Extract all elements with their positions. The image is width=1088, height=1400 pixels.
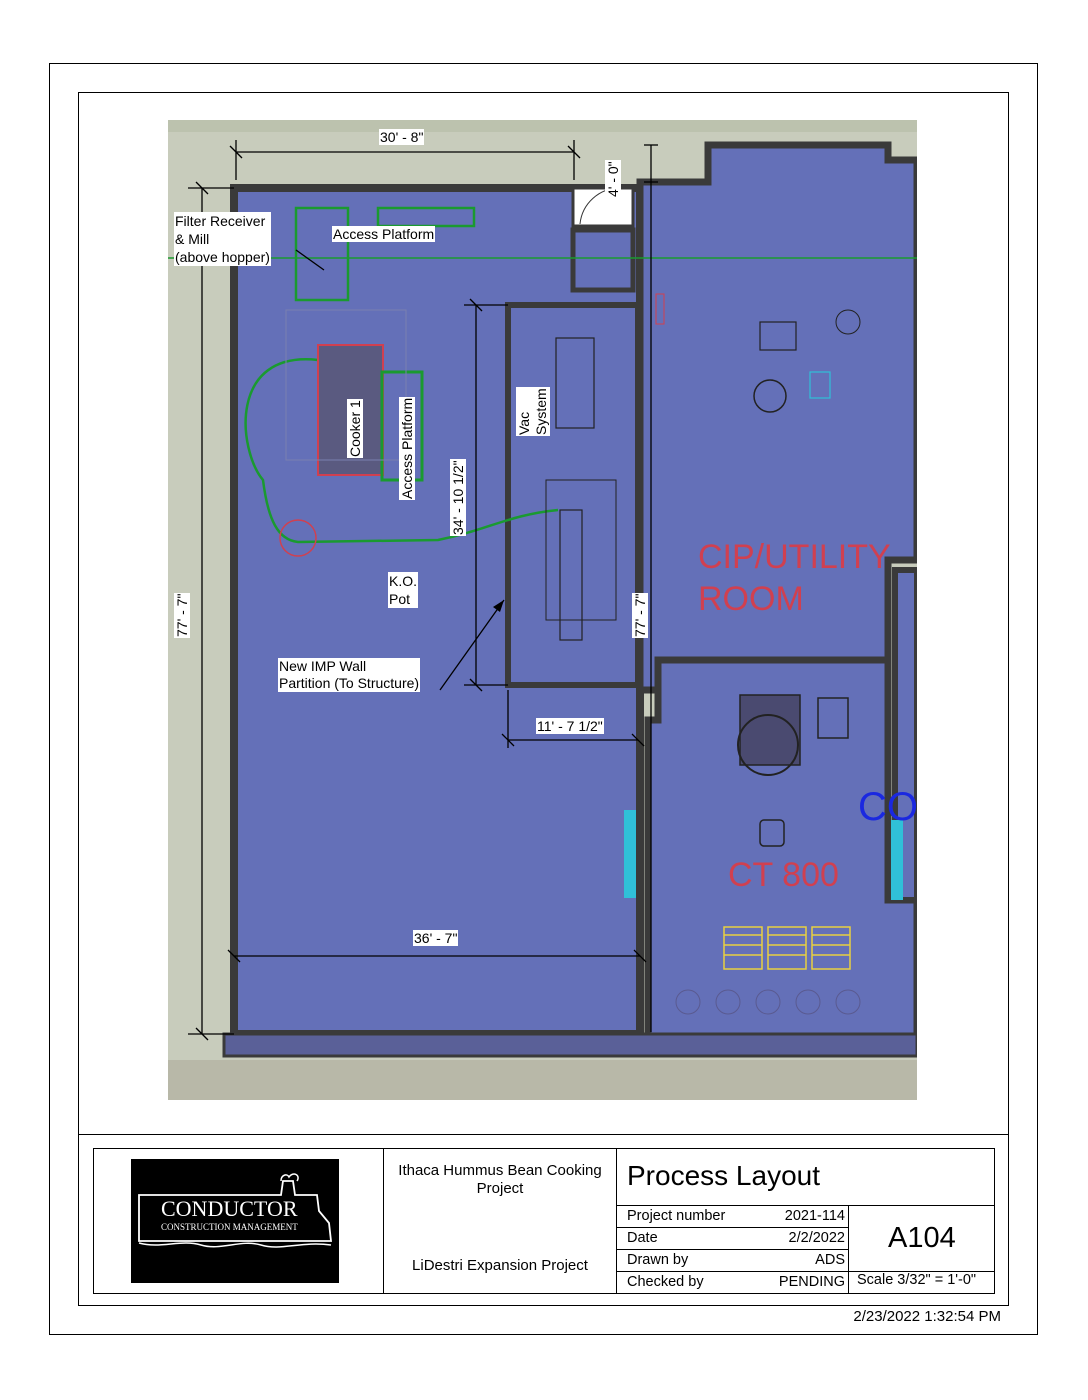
company-logo: CONDUCTOR CONSTRUCTION MANAGEMENT xyxy=(131,1159,339,1283)
sheet-number: A104 xyxy=(888,1222,956,1254)
dim-bottom-width: 36' - 7" xyxy=(413,930,459,946)
print-timestamp: 2/23/2022 1:32:54 PM xyxy=(853,1308,1001,1325)
label-imp-wall: New IMP Wall Partition (To Structure) xyxy=(278,658,421,692)
label-date: Date xyxy=(627,1230,658,1246)
room-label-ct800: CT 800 xyxy=(728,856,839,894)
label-access-platform-top: Access Platform xyxy=(332,226,436,242)
logo-sub-text: CONSTRUCTION MANAGEMENT xyxy=(161,1222,298,1232)
green-pipe xyxy=(244,358,559,544)
sheet-title: Process Layout xyxy=(627,1160,820,1191)
value-project-number: 2021-114 xyxy=(784,1208,845,1224)
dim-top-width: 30' - 8" xyxy=(379,129,425,145)
access-platform-top-outline xyxy=(294,206,350,302)
vac-system-room xyxy=(505,302,641,688)
tank-circle xyxy=(753,379,787,413)
label-ko-pot: K.O. Pot xyxy=(388,572,419,608)
label-checked-by: Checked by xyxy=(627,1274,704,1290)
project-name: Ithaca Hummus Bean Cooking Project xyxy=(398,1162,602,1197)
room-label-room: ROOM xyxy=(698,580,804,618)
vac-equipment xyxy=(555,337,595,429)
label-access-platform-side: Access Platform xyxy=(399,396,415,500)
title-block-frame xyxy=(93,1148,995,1294)
dim-mid-height: 77' - 7" xyxy=(632,592,648,638)
pump-room xyxy=(570,227,636,293)
label-vac-system: Vac System xyxy=(516,387,550,436)
label-filter-receiver: Filter Receiver & Mill (above hopper) xyxy=(174,212,271,266)
site-road xyxy=(168,1060,917,1100)
sheet-outer-border xyxy=(49,63,1038,1335)
train-logo-icon: CONDUCTOR CONSTRUCTION MANAGEMENT xyxy=(138,1173,333,1248)
title-block-divider xyxy=(78,1134,1009,1135)
label-project-number: Project number xyxy=(627,1208,726,1224)
cyan-door xyxy=(624,810,636,898)
project-subtitle: LiDestri Expansion Project xyxy=(412,1257,588,1274)
dim-left-height: 77' - 7" xyxy=(174,592,190,638)
label-drawn-by: Drawn by xyxy=(627,1252,689,1268)
value-date: 2/2/2022 xyxy=(788,1230,845,1246)
logo-main-text: CONDUCTOR xyxy=(161,1196,298,1221)
floor-plan: CIP/UTILITY ROOM CT 800 CO 30' - 8" 4' -… xyxy=(168,120,917,1100)
ct800-equipment xyxy=(739,694,801,766)
scale-note: Scale 3/32" = 1'-0" xyxy=(857,1272,977,1288)
sheet-inner-border xyxy=(78,92,1009,1306)
room-label-edge: CO xyxy=(858,785,917,829)
floor-plan-drawing: CIP/UTILITY ROOM CT 800 CO xyxy=(168,120,917,1100)
room-label-cip: CIP/UTILITY xyxy=(698,538,891,576)
dim-vac-height: 34' - 10 1/2" xyxy=(450,459,466,536)
dim-door-height: 4' - 0" xyxy=(605,160,621,198)
label-cooker: Cooker 1 xyxy=(347,399,363,458)
dimension-lines xyxy=(188,140,658,1041)
value-checked-by: PENDING xyxy=(778,1274,845,1290)
yellow-pallets xyxy=(723,926,851,970)
dim-room-width: 11' - 7 1/2" xyxy=(536,718,604,734)
value-drawn-by: ADS xyxy=(815,1252,845,1268)
